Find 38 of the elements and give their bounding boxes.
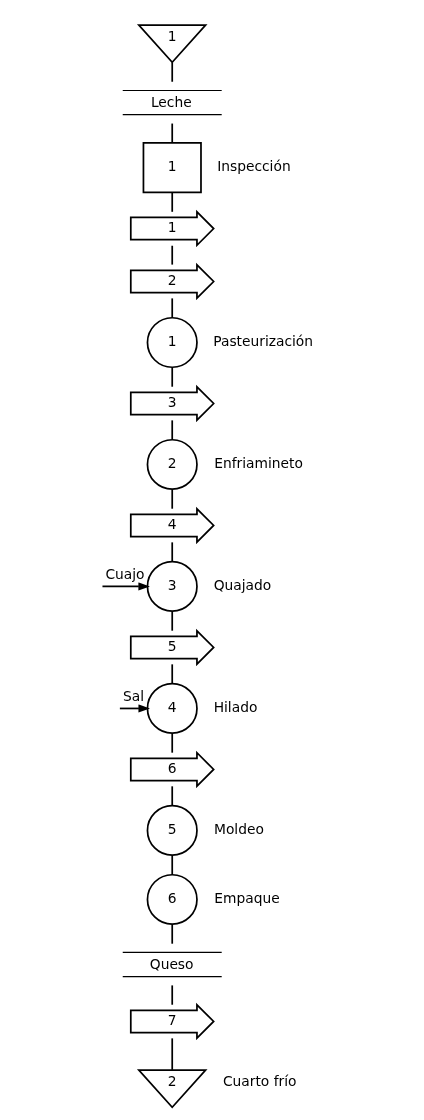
node-text: Leche (150, 93, 192, 110)
arrow (119, 704, 150, 713)
connector (171, 419, 174, 441)
node-circle: 4 (146, 682, 198, 735)
node-circle: 3 (146, 560, 198, 613)
connector (171, 191, 174, 213)
node-label: Quajado (213, 577, 272, 594)
connector (171, 488, 174, 510)
node-circle: 2 (146, 438, 198, 491)
node-label: Enfriamineto (214, 455, 303, 472)
connector (171, 244, 174, 266)
connector (171, 366, 174, 388)
connector (171, 1037, 174, 1071)
node-circle: 6 (146, 873, 198, 926)
node-label: Cuarto frío (222, 1073, 297, 1090)
node-circle: 1 (146, 316, 198, 369)
connector (171, 297, 174, 319)
connector (171, 663, 174, 685)
node-label: Inspección (217, 158, 291, 175)
node-text: Queso (149, 955, 194, 972)
edge-label: Cuajo (105, 566, 145, 583)
connector (171, 785, 174, 807)
connector (171, 984, 174, 1006)
connector (171, 122, 174, 144)
edge-label: Sal (123, 688, 145, 705)
node-label: Moldeo (214, 821, 264, 838)
connector (171, 854, 174, 876)
node-label: Empaque (214, 890, 280, 907)
connector (171, 732, 174, 754)
node-circle: 5 (146, 804, 198, 857)
connector (171, 61, 174, 83)
connector (171, 923, 174, 945)
arrow (101, 582, 150, 591)
connector (171, 610, 174, 632)
connector (171, 541, 174, 563)
node-box: 1 (142, 141, 202, 194)
node-label: Pasteurización (213, 333, 314, 350)
node-label: Hilado (213, 699, 258, 716)
